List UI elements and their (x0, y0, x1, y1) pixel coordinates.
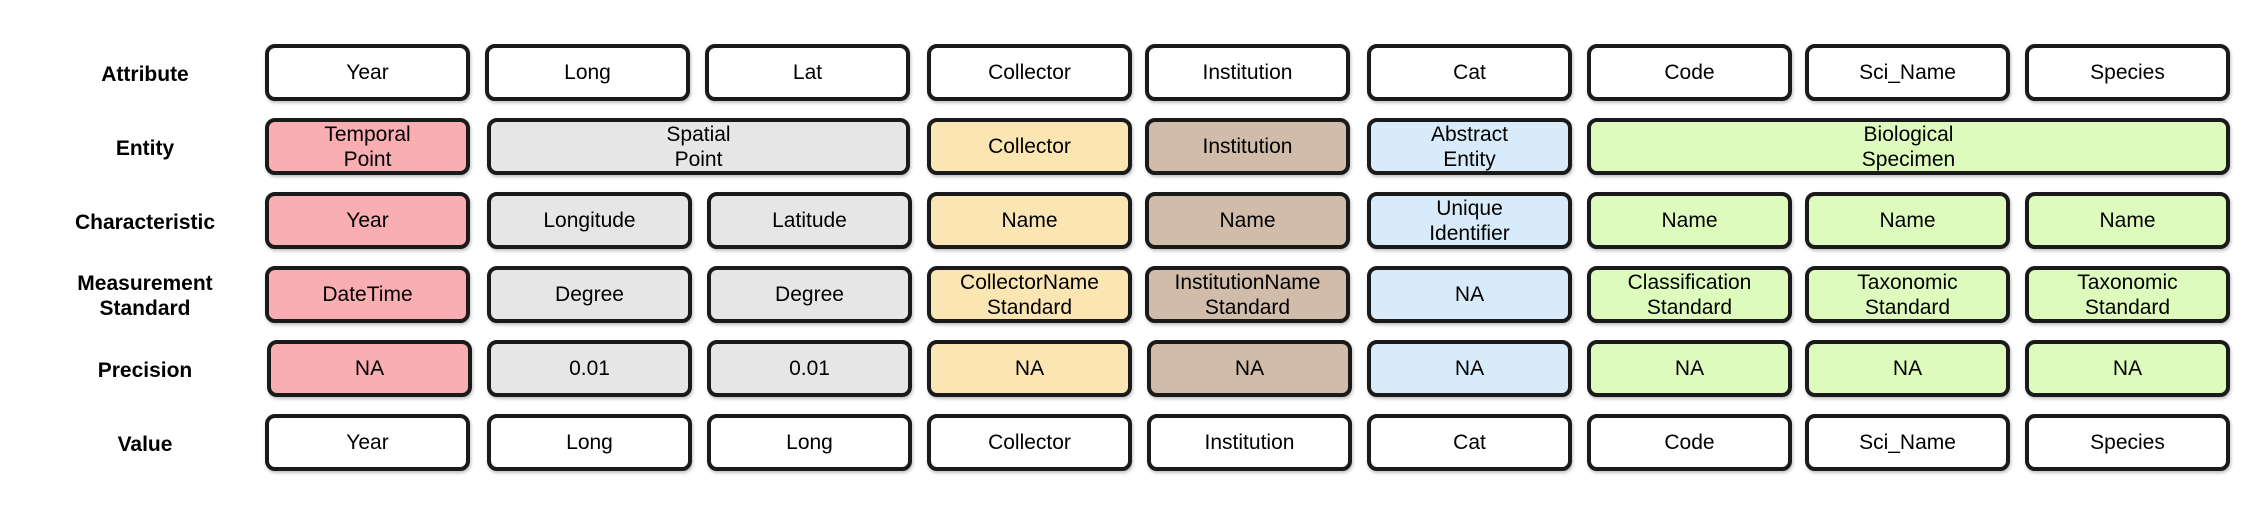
measurement-cell-taxonomic-standard-sci: Taxonomic Standard (1805, 266, 2010, 323)
value-cell-year: Year (265, 414, 470, 471)
characteristic-cell-year: Year (265, 192, 470, 249)
characteristic-cell-collector-name: Name (927, 192, 1132, 249)
entity-cell-spatial-point: Spatial Point (487, 118, 910, 175)
attribute-cell-year: Year (265, 44, 470, 101)
precision-cell-institution: NA (1147, 340, 1352, 397)
value-cell-institution: Institution (1147, 414, 1352, 471)
value-cell-species: Species (2025, 414, 2230, 471)
value-cell-long: Long (487, 414, 692, 471)
precision-cell-collector: NA (927, 340, 1132, 397)
attribute-cell-lat: Lat (705, 44, 910, 101)
precision-cell-cat: NA (1367, 340, 1572, 397)
value-cell-sci-name: Sci_Name (1805, 414, 2010, 471)
row-label-value: Value (117, 432, 173, 456)
row-label-measurement-standard: Measurement Standard (77, 272, 213, 320)
characteristic-cell-unique-identifier: Unique Identifier (1367, 192, 1572, 249)
attribute-cell-sci-name: Sci_Name (1805, 44, 2010, 101)
characteristic-cell-institution-name: Name (1145, 192, 1350, 249)
measurement-cell-cat-na: NA (1367, 266, 1572, 323)
characteristic-cell-species-name: Name (2025, 192, 2230, 249)
precision-cell-species: NA (2025, 340, 2230, 397)
entity-cell-temporal-point: Temporal Point (265, 118, 470, 175)
value-cell-cat: Cat (1367, 414, 1572, 471)
characteristic-cell-sci-name: Name (1805, 192, 2010, 249)
attribute-cell-institution: Institution (1145, 44, 1350, 101)
measurement-cell-collector-name-standard: CollectorName Standard (927, 266, 1132, 323)
characteristic-cell-latitude: Latitude (707, 192, 912, 249)
attribute-cell-cat: Cat (1367, 44, 1572, 101)
attribute-cell-code: Code (1587, 44, 1792, 101)
precision-cell-lat: 0.01 (707, 340, 912, 397)
measurement-cell-degree-lat: Degree (707, 266, 912, 323)
entity-cell-collector: Collector (927, 118, 1132, 175)
entity-cell-biological-specimen: Biological Specimen (1587, 118, 2230, 175)
measurement-cell-institution-name-standard: InstitutionName Standard (1145, 266, 1350, 323)
attribute-cell-long: Long (485, 44, 690, 101)
attribute-cell-species: Species (2025, 44, 2230, 101)
measurement-cell-datetime: DateTime (265, 266, 470, 323)
row-label-entity: Entity (115, 136, 175, 160)
precision-cell-long: 0.01 (487, 340, 692, 397)
attribute-cell-collector: Collector (927, 44, 1132, 101)
characteristic-cell-longitude: Longitude (487, 192, 692, 249)
row-label-characteristic: Characteristic (74, 210, 216, 234)
characteristic-cell-code-name: Name (1587, 192, 1792, 249)
value-cell-long-2: Long (707, 414, 912, 471)
measurement-cell-taxonomic-standard-species: Taxonomic Standard (2025, 266, 2230, 323)
entity-cell-abstract-entity: Abstract Entity (1367, 118, 1572, 175)
value-cell-collector: Collector (927, 414, 1132, 471)
row-label-attribute: Attribute (101, 62, 189, 86)
row-label-precision: Precision (97, 358, 193, 382)
precision-cell-sci-name: NA (1805, 340, 2010, 397)
precision-cell-year: NA (267, 340, 472, 397)
entity-cell-institution: Institution (1145, 118, 1350, 175)
measurement-cell-degree-long: Degree (487, 266, 692, 323)
measurement-cell-classification-standard: Classification Standard (1587, 266, 1792, 323)
value-cell-code: Code (1587, 414, 1792, 471)
precision-cell-code: NA (1587, 340, 1792, 397)
